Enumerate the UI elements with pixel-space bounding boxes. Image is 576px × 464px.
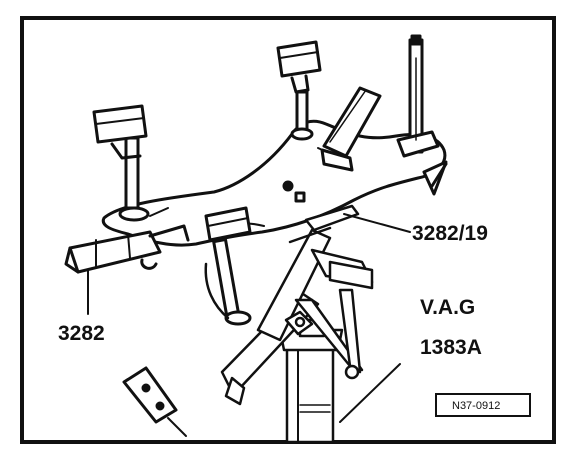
- front-left-support-arm: [64, 224, 190, 274]
- rear-center-block: [320, 86, 382, 172]
- label-vag-line2: 1383A: [420, 336, 482, 359]
- right-threaded-rod: [396, 34, 440, 158]
- label-3282-19: 3282/19: [412, 222, 488, 245]
- label-3282: 3282: [58, 322, 105, 345]
- rear-left-pad-pillar: [92, 104, 150, 222]
- detached-clamp-part: [122, 366, 187, 437]
- right-link-pin: [422, 160, 448, 196]
- reference-code: N37-0912: [452, 400, 500, 412]
- top-pad-pillar: [276, 40, 322, 141]
- label-vag-line1: V.A.G: [420, 296, 475, 319]
- center-pad-pillar: [204, 206, 252, 326]
- reference-code-box: [435, 393, 531, 417]
- pointer-lines: [87, 213, 411, 423]
- adapter-3282-19: [288, 204, 360, 244]
- jack-cradle-arms: [220, 228, 374, 406]
